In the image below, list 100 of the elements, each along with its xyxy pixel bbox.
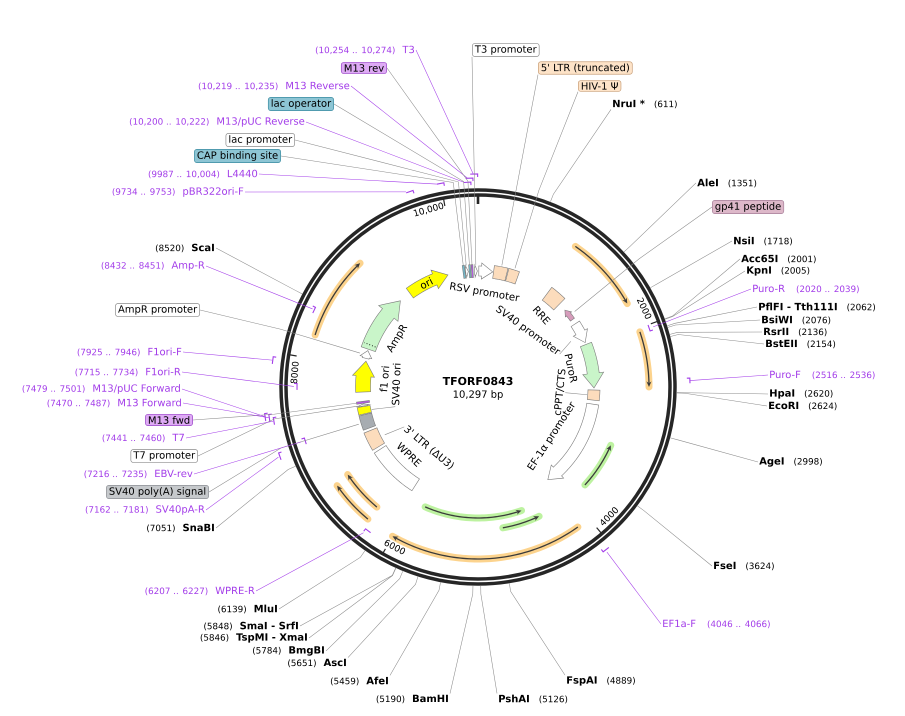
- primer-mark: [466, 177, 474, 182]
- primer-range: (10,200 .. 10,222): [130, 118, 209, 126]
- primer-name: Amp-R: [172, 261, 205, 271]
- primer-range: (6207 .. 6227): [145, 587, 208, 596]
- leader-line: [472, 56, 476, 266]
- site-position: (2624): [808, 402, 837, 410]
- leader-line: [509, 583, 566, 676]
- site-position: (5846): [200, 634, 228, 642]
- leader-line: [384, 426, 404, 436]
- feature-tag: M13 fwd: [145, 414, 193, 426]
- leader-line: [480, 586, 498, 694]
- leader-line: [216, 248, 302, 294]
- enzyme-name: PflFI - Tth111I: [759, 302, 837, 310]
- plasmid-name: TFORF0843: [442, 376, 512, 386]
- primer-mark: [264, 412, 268, 422]
- leader-line: [258, 174, 437, 184]
- enzyme-name: AscI: [324, 658, 346, 666]
- leader-line: [690, 374, 768, 381]
- feature-label: RSV promoter: [450, 282, 520, 302]
- feature-box: [462, 264, 466, 279]
- site-position: (5651): [288, 659, 316, 668]
- feature-block: [464, 264, 469, 280]
- feature-block: [356, 404, 372, 408]
- primer-mark: [686, 378, 691, 384]
- feature-block: [474, 263, 478, 279]
- primer-range: (7162 .. 7181): [86, 506, 148, 514]
- primer-mark: [406, 190, 414, 194]
- primer-name: L4440: [228, 170, 258, 178]
- feature-block: [570, 320, 588, 344]
- primer-range: (7925 .. 7946): [78, 348, 140, 356]
- enzyme-name: SnaBI: [183, 524, 214, 532]
- leader-line: [624, 182, 696, 252]
- enzyme-name: FseI: [714, 562, 736, 570]
- leader-line: [670, 438, 758, 462]
- leader-line: [334, 104, 470, 265]
- enzyme-name: BamHI: [412, 694, 448, 702]
- plasmid-size: 10,297 bp: [454, 390, 503, 400]
- primer-name: T7: [172, 434, 184, 442]
- tick-label: 2000: [636, 297, 652, 319]
- site-position: (8520): [156, 244, 184, 252]
- leader-line: [300, 568, 396, 626]
- primer-name: M13/pUC Forward: [93, 384, 180, 394]
- site-position: (5126): [540, 696, 568, 704]
- primer-mark: [294, 382, 298, 390]
- enzyme-name: MluI: [254, 604, 277, 612]
- enzyme-name: EcoRI: [769, 402, 798, 410]
- site-position: (2062): [847, 304, 876, 312]
- enzyme-name: SmaI - SrfI: [240, 622, 298, 630]
- leader-line: [670, 332, 762, 335]
- leader-line: [676, 392, 768, 394]
- feature-tag: AmpR promoter: [115, 303, 200, 317]
- site-position: (2005): [782, 266, 810, 275]
- primer-range: (2020 .. 2039): [796, 285, 859, 294]
- leader-line: [667, 306, 758, 326]
- feature-tag: T3 promoter: [472, 43, 540, 57]
- leader-line: [182, 352, 272, 360]
- primer-name: M13 Reverse: [286, 82, 350, 90]
- feature-box: [492, 265, 508, 282]
- leader-line: [550, 109, 612, 202]
- feature-box: [358, 412, 376, 431]
- primer-range: (10,254 .. 10,274): [316, 46, 395, 54]
- primer-name: EBV-rev: [155, 470, 193, 478]
- tick-label: 6000: [384, 540, 406, 554]
- site-position: (5848): [204, 622, 232, 630]
- leader-line: [668, 320, 760, 328]
- leader-line: [664, 258, 740, 320]
- site-position: (2136): [798, 328, 827, 336]
- primer-range: (7441 .. 7460): [102, 434, 165, 442]
- leader-line: [200, 310, 360, 354]
- leader-line: [664, 270, 746, 320]
- leader-line: [278, 550, 366, 610]
- enzyme-name: HpaI: [770, 389, 794, 399]
- enzyme-name: KpnI: [747, 266, 771, 276]
- leader-line: [280, 156, 464, 266]
- leader-line: [256, 532, 364, 592]
- leader-line: [326, 570, 404, 652]
- leader-line: [306, 122, 464, 182]
- leader-line: [182, 372, 294, 387]
- enzyme-name: NruI *: [613, 100, 645, 108]
- site-position: (7051): [147, 524, 175, 532]
- site-position: (2076): [802, 316, 830, 324]
- site-position: (3624): [746, 562, 774, 570]
- primer-range: (7216 .. 7235): [84, 470, 146, 478]
- primer-range: (8432 .. 8451): [102, 262, 164, 270]
- primer-range: (10,219 .. 10,235): [198, 82, 278, 90]
- primer-name: pBR322ori-F: [183, 187, 244, 197]
- feature-label: ori: [420, 277, 433, 289]
- primer-mark: [272, 356, 276, 364]
- primer-name: F1ori-F: [148, 348, 182, 356]
- primer-range: (9734 .. 9753): [112, 188, 175, 196]
- leader-line: [208, 424, 360, 492]
- leader-line: [386, 68, 472, 265]
- primer-mark: [600, 546, 610, 553]
- site-position: (2154): [807, 340, 836, 348]
- site-position: (1718): [764, 238, 792, 246]
- feature-tag: M13 rev: [340, 62, 388, 74]
- leader-line: [186, 420, 274, 438]
- primer-mark: [648, 324, 654, 332]
- leader-line: [559, 341, 572, 354]
- leader-line: [194, 442, 302, 474]
